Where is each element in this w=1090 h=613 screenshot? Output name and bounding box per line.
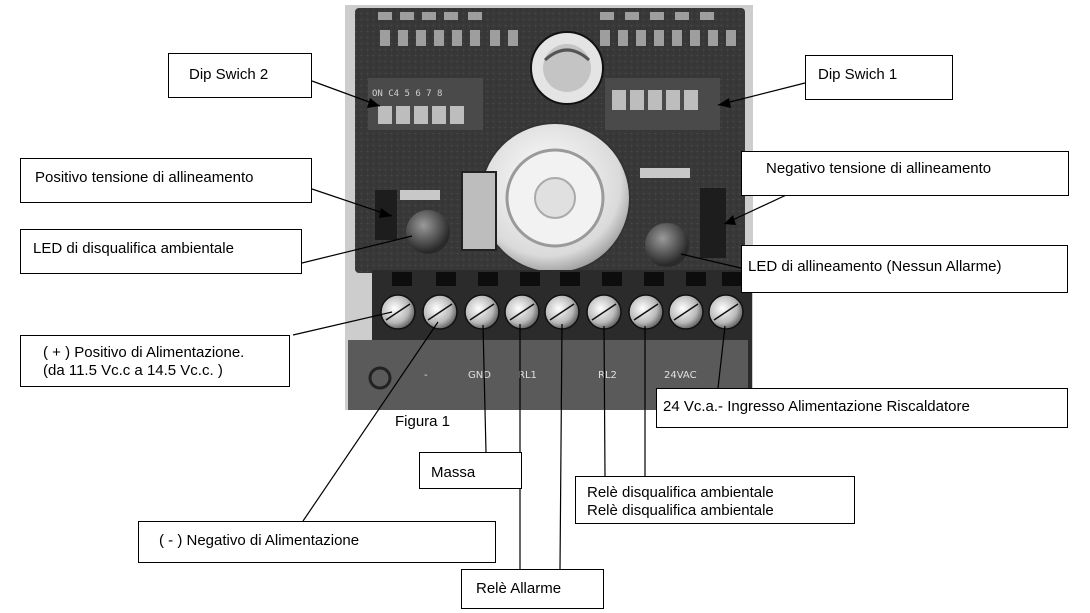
callout-positive-power-line2: (da 11.5 Vc.c a 14.5 Vc.c. ) xyxy=(43,362,223,379)
callout-positive-power-line1: ( + ) Positivo di Alimentazione. xyxy=(43,344,245,361)
callout-led-alignment-text: LED di allineamento (Nessun Allarme) xyxy=(748,258,1002,275)
callout-negative-power: ( - ) Negativo di Alimentazione xyxy=(138,521,496,563)
arrowheads xyxy=(367,98,736,225)
callout-positive-power: ( + ) Positivo di Alimentazione. (da 11.… xyxy=(20,335,290,387)
callout-led-env-disqualification: LED di disqualifica ambientale xyxy=(20,229,302,274)
leader-lines xyxy=(292,80,806,570)
callout-env-relay-line1: Relè disqualifica ambientale xyxy=(587,484,774,501)
terminal-label-24vac: 24VAC xyxy=(664,370,697,381)
callout-negative-power-text: ( - ) Negativo di Alimentazione xyxy=(159,532,360,549)
terminal-label-rl2: RL2 xyxy=(598,370,617,381)
terminal-screws xyxy=(380,294,744,330)
led-alignment xyxy=(645,223,689,267)
callout-negative-alignment: Negativo tensione di allineamento xyxy=(741,151,1069,196)
top-components xyxy=(378,12,736,46)
callout-positive-alignment: Positivo tensione di allineamento xyxy=(20,158,312,203)
callout-dip-switch-1-text: Dip Swich 1 xyxy=(818,66,898,83)
callout-dip-switch-2: Dip Swich 2 xyxy=(168,53,312,98)
terminal-holes xyxy=(392,272,742,286)
led-env-disqualification xyxy=(406,210,450,254)
callout-dip-switch-1: Dip Swich 1 xyxy=(805,55,953,100)
callout-ground-text: Massa xyxy=(431,464,476,481)
callout-negative-alignment-text: Negativo tensione di allineamento xyxy=(766,160,992,177)
callout-heater-power: 24 Vc.a.- Ingresso Alimentazione Riscald… xyxy=(656,388,1068,428)
terminal-label-gnd: GND xyxy=(468,370,491,381)
callout-positive-alignment-text: Positivo tensione di allineamento xyxy=(35,169,254,186)
callout-env-relay: Relè disqualifica ambientale Relè disqua… xyxy=(575,476,855,524)
terminal-label-rl1: RL1 xyxy=(518,370,537,381)
callout-led-env-disqualification-text: LED di disqualifica ambientale xyxy=(33,240,234,257)
figure-caption: Figura 1 xyxy=(395,413,451,430)
callout-dip-switch-2-text: Dip Swich 2 xyxy=(189,66,269,83)
callout-env-relay-line2: Relè disqualifica ambientale xyxy=(587,502,774,519)
dip-switch-marks: ON C4 5 6 7 8 xyxy=(372,89,442,99)
callout-ground: Massa xyxy=(419,452,522,489)
negative-alignment-pins xyxy=(700,188,726,258)
callout-alarm-relay: Relè Allarme xyxy=(461,569,604,609)
callout-led-alignment: LED di allineamento (Nessun Allarme) xyxy=(741,245,1068,293)
terminal-label-minus: - xyxy=(424,370,428,381)
adjustment-knob xyxy=(479,122,631,274)
dip-switch-2: ON C4 5 6 7 8 xyxy=(368,78,483,130)
regulator xyxy=(461,171,497,251)
callout-alarm-relay-text: Relè Allarme xyxy=(476,580,562,597)
dip-switch-1 xyxy=(605,78,720,130)
callout-heater-power-text: 24 Vc.a.- Ingresso Alimentazione Riscald… xyxy=(663,398,970,415)
